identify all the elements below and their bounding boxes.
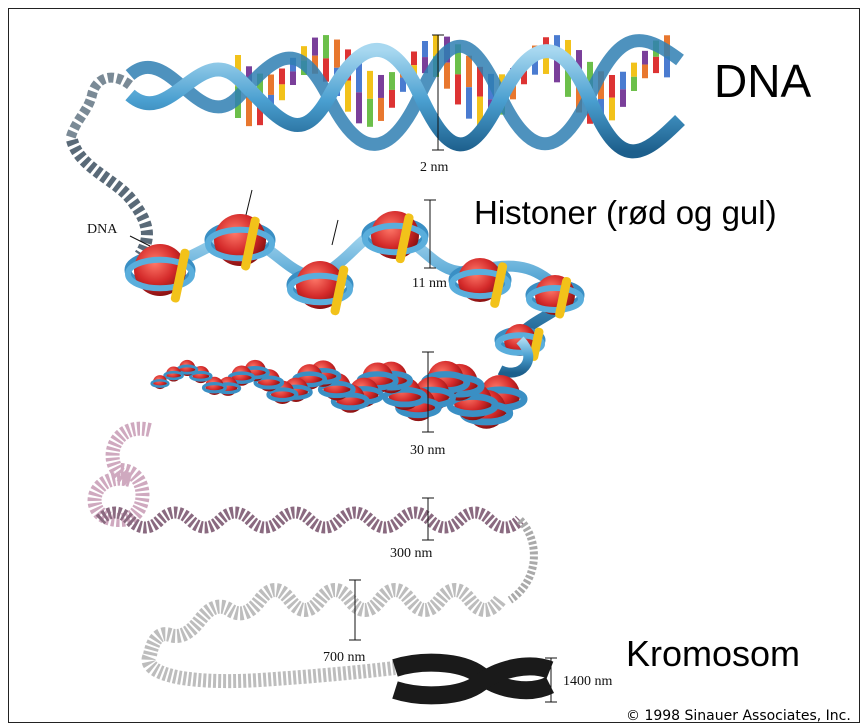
scale-label-2nm: 2 nm (420, 160, 448, 176)
copyright-notice: © 1998 Sinauer Associates, Inc. (626, 708, 851, 724)
solenoid-fiber-30nm (152, 340, 529, 432)
dna-small-label: DNA (87, 222, 117, 238)
nucleosome (365, 211, 425, 264)
nucleosome (208, 214, 272, 271)
scale-label-1400nm: 1400 nm (563, 674, 612, 690)
scale-label-30nm: 30 nm (410, 443, 445, 459)
looped-fiber-300nm (95, 429, 534, 600)
scale-label-300nm: 300 nm (390, 546, 432, 562)
nucleosome (529, 275, 581, 319)
scale-label-700nm: 700 nm (323, 650, 365, 666)
scale-label-11nm: 11 nm (412, 276, 447, 292)
nucleosome (452, 258, 508, 309)
dna-title: DNA (714, 58, 811, 104)
histone-title: Histoner (rød og gul) (474, 196, 777, 229)
kromosom-title: Kromosom (626, 636, 800, 672)
helix-tail-coil (70, 78, 130, 140)
dna-double-helix (70, 35, 680, 151)
chromosome (395, 658, 557, 702)
